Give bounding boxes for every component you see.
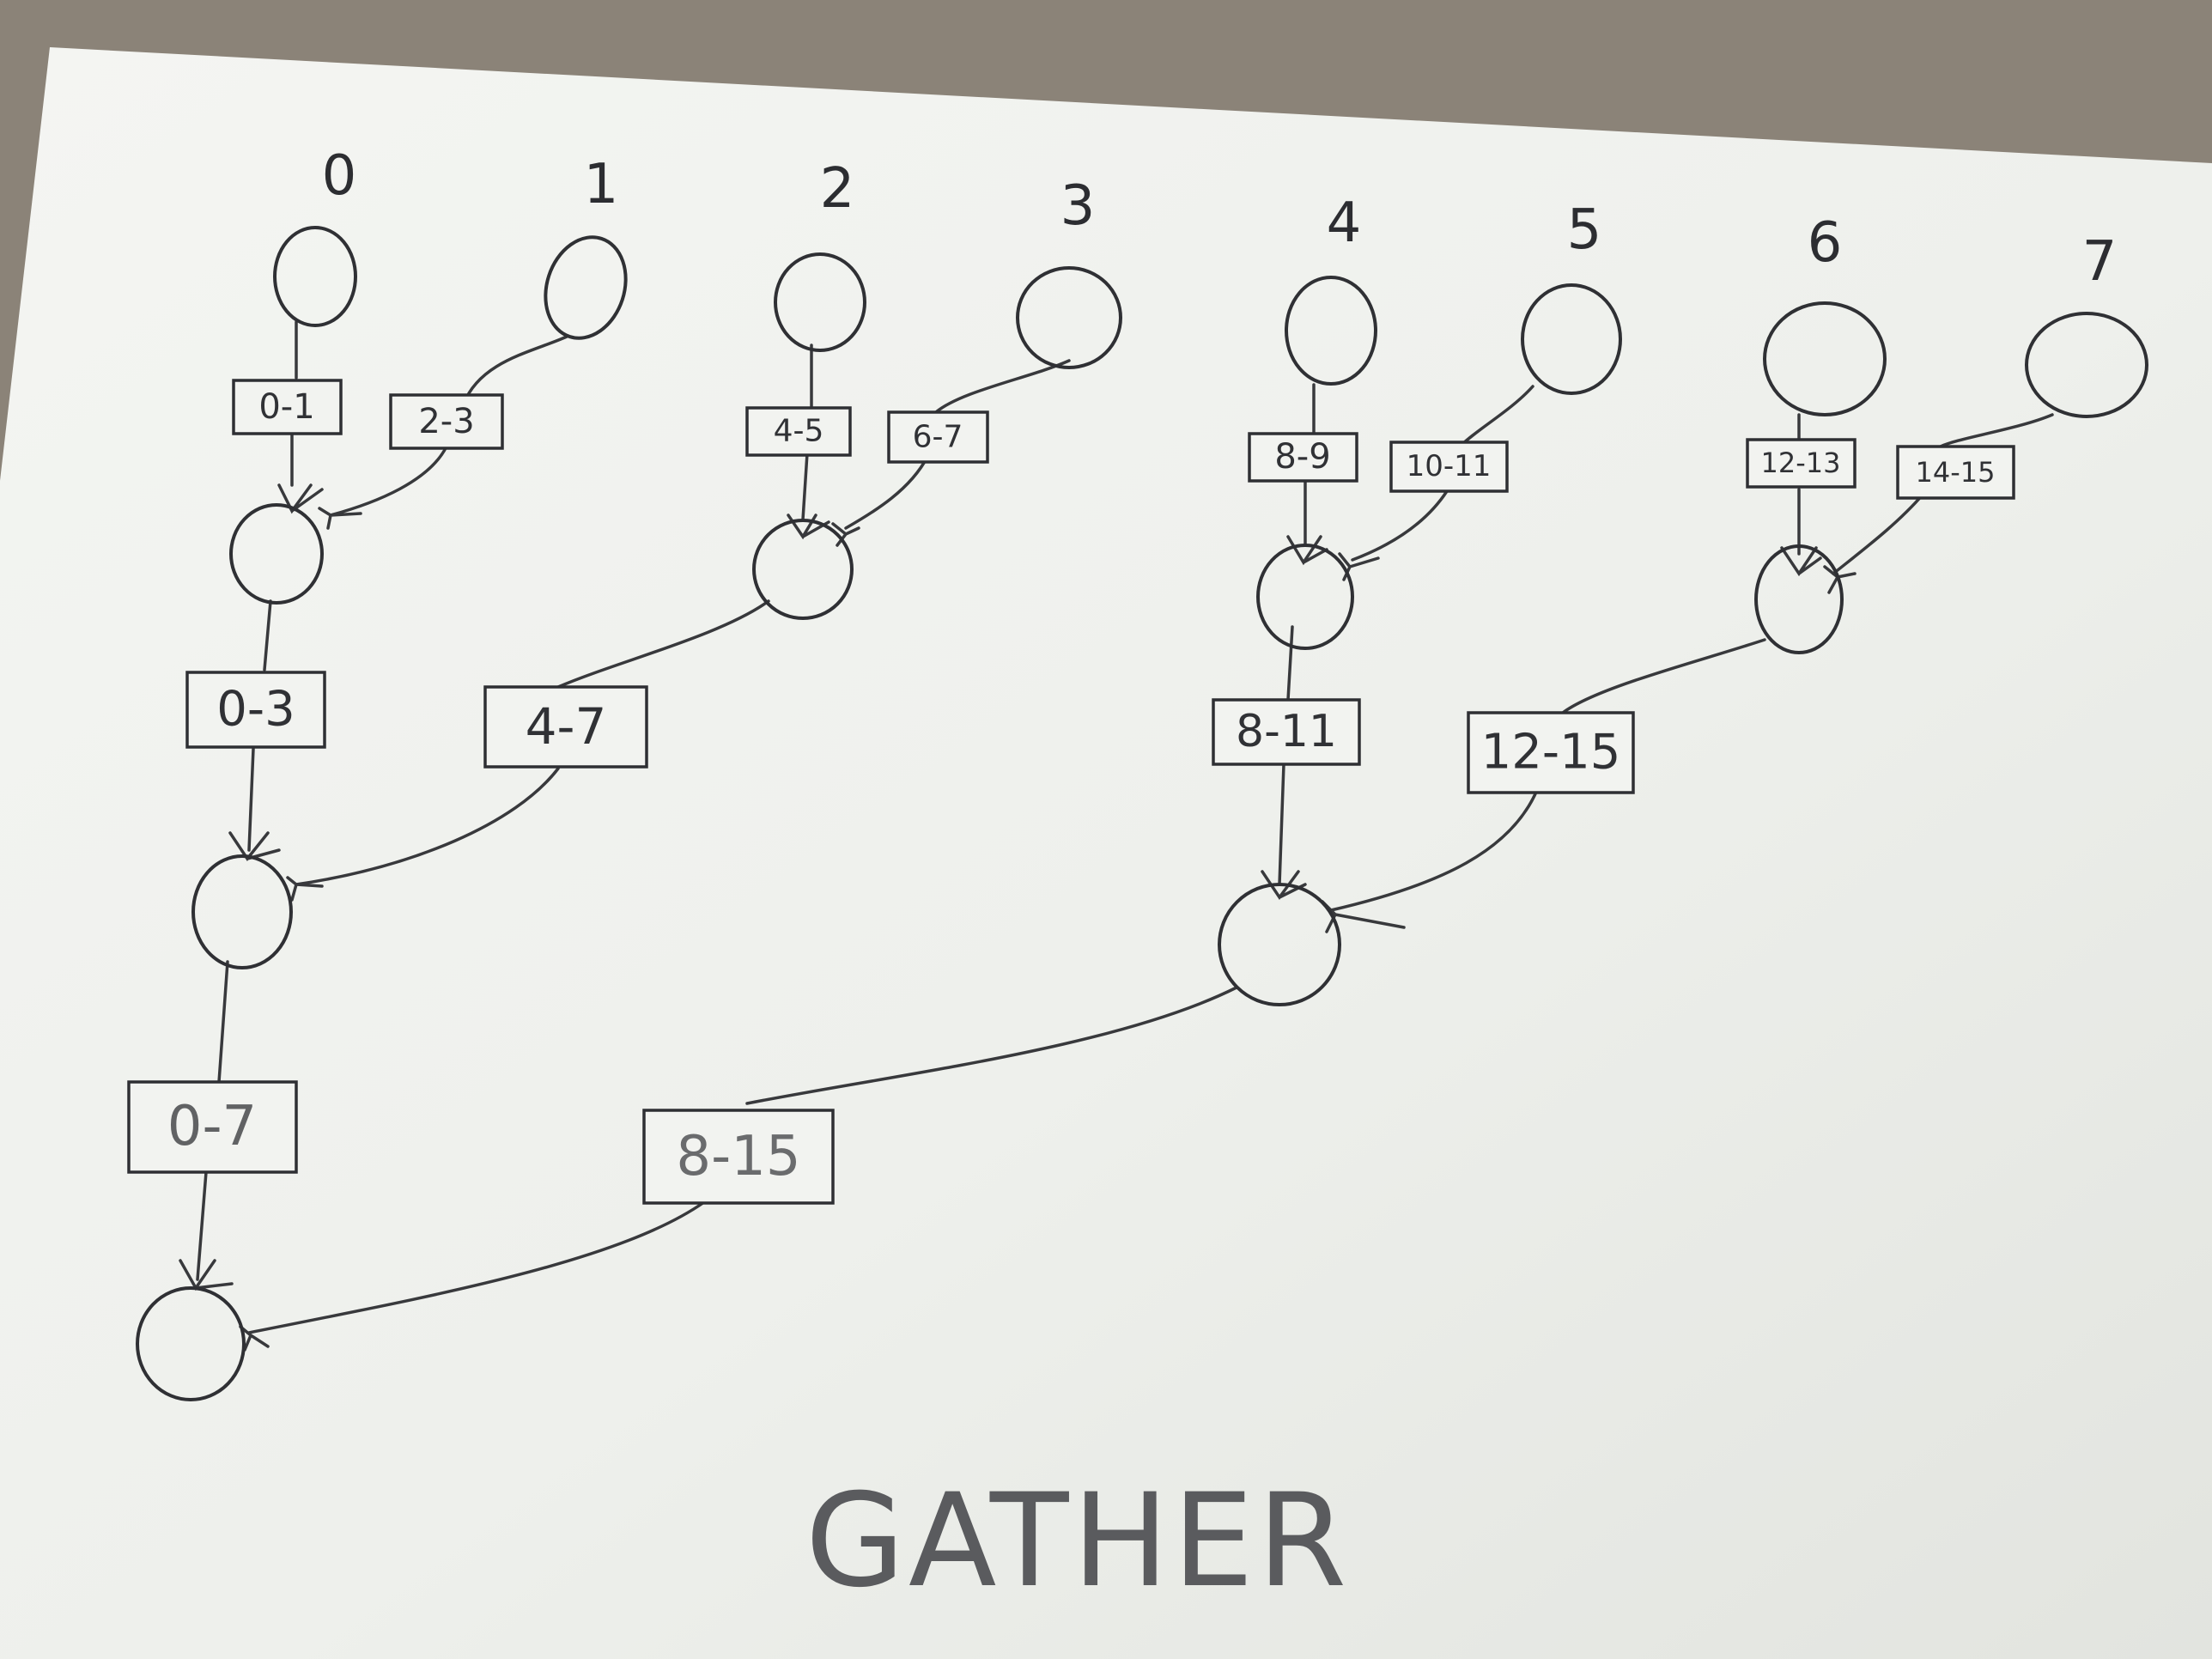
label-8-11: 8-11: [1236, 706, 1337, 757]
label-box-8-9: 8-9: [1248, 432, 1358, 483]
label-box-4-5: 4-5: [745, 406, 852, 457]
node-process-6: [1763, 301, 1887, 416]
label-box-8-15: 8-15: [642, 1109, 835, 1205]
process-id-3: 3: [1060, 174, 1096, 238]
node-merge-e: [191, 854, 293, 969]
arrowhead-a-right: [318, 507, 362, 530]
label-box-4-7: 4-7: [483, 685, 648, 769]
label-14-15: 14-15: [1916, 456, 1996, 489]
node-process-7: [2025, 312, 2148, 418]
label-10-11: 10-11: [1407, 449, 1492, 483]
process-id-1: 1: [584, 153, 619, 216]
label-box-0-1: 0-1: [232, 379, 343, 435]
arrowhead-d-left: [1780, 546, 1822, 577]
label-box-10-11: 10-11: [1389, 441, 1509, 493]
node-process-5: [1521, 283, 1622, 395]
edge-d-to-f: [1329, 638, 1766, 912]
label-box-12-13: 12-13: [1746, 438, 1856, 489]
arrowhead-a-left: [277, 483, 324, 514]
label-0-3: 0-3: [216, 682, 295, 738]
label-8-15: 8-15: [676, 1125, 800, 1188]
label-box-8-11: 8-11: [1212, 698, 1361, 766]
diagram-title: GATHER: [805, 1467, 1351, 1616]
node-merge-f: [1218, 883, 1341, 1006]
arrowhead-e-right: [286, 876, 324, 902]
node-process-0: [273, 226, 357, 327]
edge-e-to-g: [196, 960, 229, 1281]
node-process-1: [544, 235, 628, 340]
edge-labels: 0-1 2-3 4-5 6-7 8-9 10-11: [127, 379, 2015, 1205]
label-0-7: 0-7: [167, 1095, 258, 1158]
process-id-6: 6: [1808, 211, 1843, 275]
process-id-4: 4: [1327, 191, 1362, 255]
node-process-2: [774, 252, 866, 352]
label-box-6-7: 6-7: [887, 410, 989, 464]
label-8-9: 8-9: [1274, 437, 1330, 477]
process-id-0: 0: [322, 144, 357, 208]
node-process-3: [1016, 266, 1122, 369]
node-merge-d: [1754, 544, 1844, 654]
label-4-7: 4-7: [526, 697, 607, 756]
node-process-4: [1285, 276, 1377, 386]
label-4-5: 4-5: [774, 414, 824, 449]
edge-f-to-g: [247, 986, 1238, 1334]
label-12-13: 12-13: [1761, 447, 1841, 479]
label-box-0-3: 0-3: [185, 671, 326, 749]
label-0-1: 0-1: [258, 387, 314, 427]
process-id-7: 7: [2082, 230, 2118, 294]
edge-p1-to-a: [329, 335, 568, 517]
node-merge-c: [1256, 544, 1354, 650]
label-box-12-15: 12-15: [1467, 711, 1635, 794]
label-box-0-7: 0-7: [127, 1080, 298, 1174]
arrowhead-c-right: [1338, 552, 1380, 581]
label-6-7: 6-7: [913, 420, 963, 455]
edge-a-to-e: [247, 599, 272, 852]
edge-p2-to-b: [801, 343, 813, 521]
label-2-3: 2-3: [418, 402, 474, 441]
process-id-5: 5: [1567, 198, 1602, 262]
arrowhead-b-right: [831, 522, 860, 547]
nodes: [136, 226, 2148, 1401]
node-merge-b: [752, 519, 854, 620]
label-12-15: 12-15: [1481, 725, 1621, 781]
process-id-2: 2: [820, 157, 855, 221]
edge-c-to-f: [1278, 625, 1294, 886]
edge-b-to-e: [295, 599, 770, 886]
paper-sheet: [0, 47, 2212, 1659]
label-box-2-3: 2-3: [389, 393, 504, 450]
node-merge-a: [229, 503, 324, 605]
process-ids: 0 1 2 3 4 5 6 7: [322, 144, 2118, 294]
node-root: [136, 1286, 246, 1401]
label-box-14-15: 14-15: [1896, 445, 2015, 500]
edge-p7-to-d: [1832, 413, 2054, 575]
edge-p4-to-c: [1304, 383, 1316, 547]
